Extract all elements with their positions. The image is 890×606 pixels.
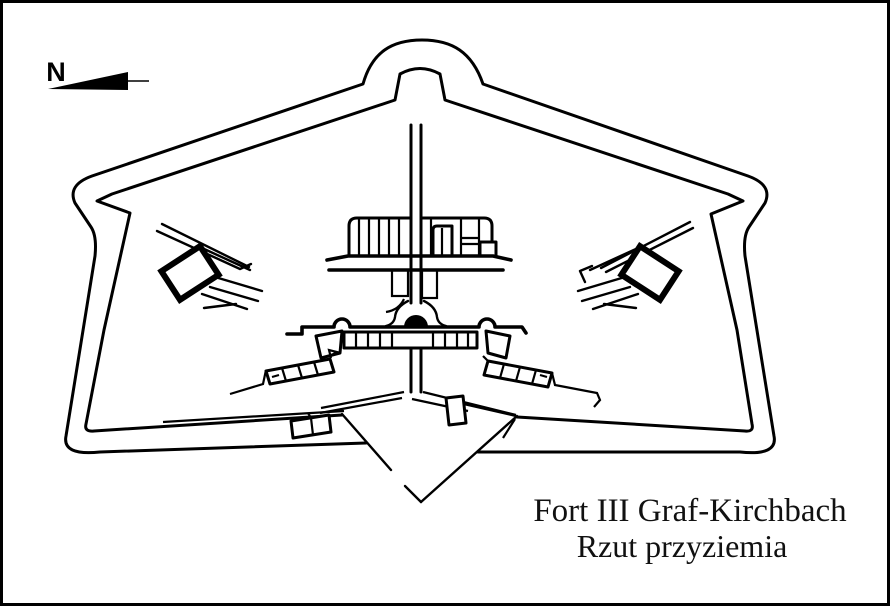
left-battery-blockhouse [157,242,223,304]
right-battery-blockhouse [617,242,683,304]
right-band-step [482,355,602,408]
entrance-vertex-chevron [403,484,423,504]
plan-title: Fort III Graf-Kirchbach [533,493,847,529]
curved-wall [385,298,406,314]
room-right-of-corridor [420,268,439,300]
compass: N [46,57,149,90]
road-side-building [444,394,468,427]
gorge-casemate-dividers [354,333,470,347]
north-label: N [46,57,66,87]
barracks-inner-room [431,224,454,258]
gorge-casemate-row [342,330,479,350]
central-corridor [409,123,423,394]
room-left-of-corridor [390,268,410,298]
right-gorge-band [454,355,602,418]
gorge-roads [319,390,517,427]
north-arrow-icon [48,72,128,90]
left-band-tail-line [162,409,345,424]
entrance-branch [502,418,516,439]
dome-neck-left [384,299,410,328]
left-battery-fan-lines [200,275,264,311]
corridor-walls [409,123,423,394]
rampart-inner-edge [84,67,754,433]
left-band-step [229,369,268,396]
right-band-cell-dividers [498,363,548,385]
right-battery-fan-lines [576,275,640,311]
barracks-right-block [419,216,494,258]
barracks-right-partitions [429,219,481,255]
barracks-left-block [347,216,413,258]
central-dome [384,299,448,328]
caption: Fort III Graf-Kirchbach Rzut przyziemia [533,493,847,564]
left-gorge-band [162,348,345,440]
left-pair-divider [307,412,315,436]
main-barracks [325,216,513,314]
entrance-right-arm [419,414,519,504]
entrance-left-arm [340,412,393,472]
gorge-flank-casemate-right [484,329,512,360]
right-battery [576,220,695,311]
ramp-lines [319,390,405,415]
barracks-annex [478,240,498,258]
left-battery [155,222,264,311]
plan-subtitle: Rzut przyziemia [577,528,788,564]
moat [64,38,776,455]
moat-outer-edge [64,38,776,455]
dome-neck-right [422,299,448,328]
dome-turret [404,315,428,327]
entrance-vee [340,412,519,504]
gorge-wall-line [285,317,528,336]
left-band-cell-dividers [271,361,320,382]
barracks-baseline [325,254,513,262]
left-band-pennant [327,348,340,359]
barracks-left-dividers [357,219,401,255]
